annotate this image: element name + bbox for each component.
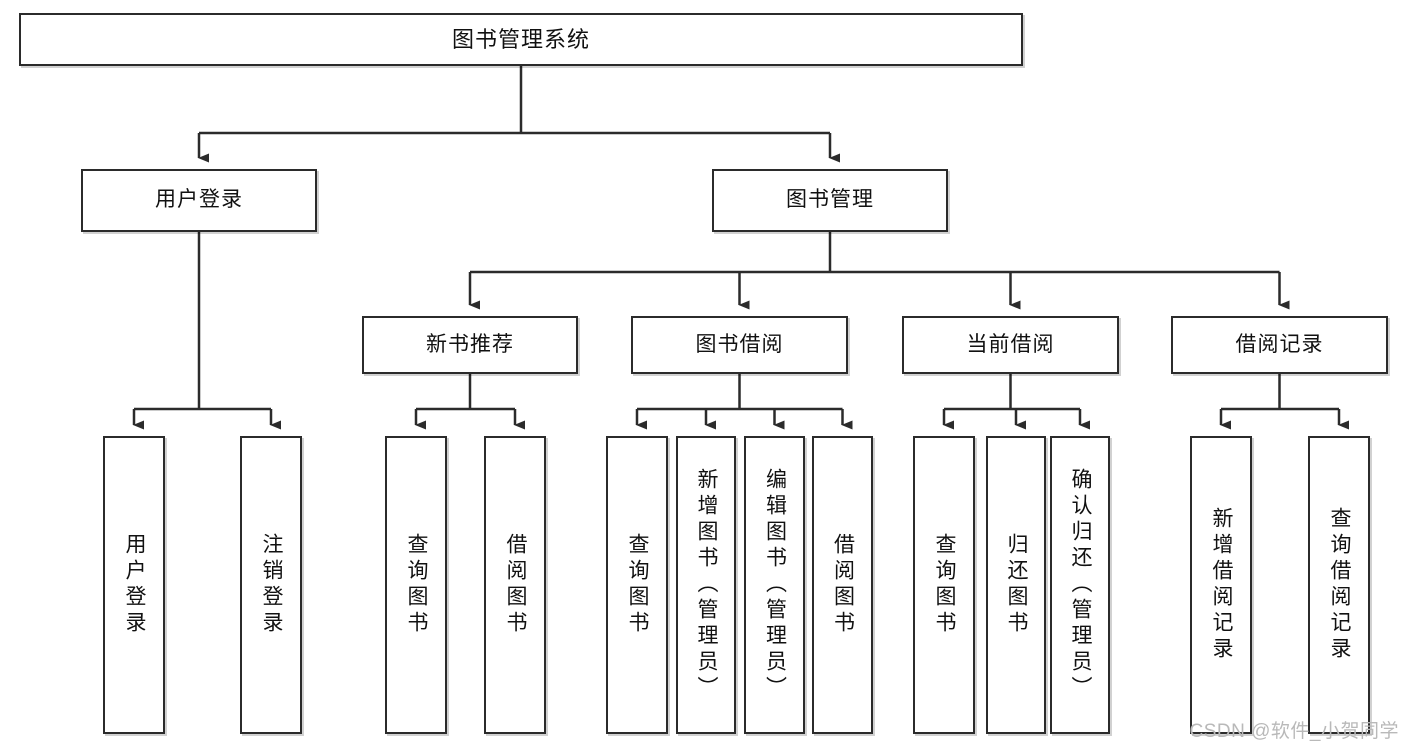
node-label: 用户登录	[155, 188, 243, 212]
node-label: 图书管理系统	[451, 26, 590, 52]
node-leaf-login-1[interactable]: 用户登录	[103, 436, 165, 734]
node-label: 借阅图书	[831, 533, 855, 637]
node-label: 借阅记录	[1235, 332, 1324, 356]
node-leaf-borrow-4[interactable]: 借阅图书	[812, 436, 873, 734]
node-label: 归还图书	[1005, 533, 1029, 637]
node-leaf-cur-2[interactable]: 归还图书	[986, 436, 1046, 734]
node-label: 新增图书（管理员）	[695, 468, 719, 702]
node-label: 查询图书	[626, 533, 650, 637]
node-label: 确认归还（管理员）	[1069, 468, 1093, 702]
node-leaf-borrow-1[interactable]: 查询图书	[606, 436, 668, 734]
node-label: 图书借阅	[695, 332, 784, 356]
node-records[interactable]: 借阅记录	[1171, 316, 1388, 374]
node-root[interactable]: 图书管理系统	[19, 13, 1023, 66]
node-label: 查询借阅记录	[1328, 507, 1352, 663]
node-newbook[interactable]: 新书推荐	[362, 316, 578, 374]
node-login[interactable]: 用户登录	[81, 169, 317, 232]
node-leaf-borrow-2[interactable]: 新增图书（管理员）	[676, 436, 736, 734]
node-label: 编辑图书（管理员）	[763, 468, 787, 702]
node-leaf-cur-1[interactable]: 查询图书	[913, 436, 975, 734]
node-label: 新书推荐	[426, 332, 514, 356]
node-borrow[interactable]: 图书借阅	[631, 316, 848, 374]
node-label: 查询图书	[405, 533, 429, 637]
node-label: 当前借阅	[966, 332, 1055, 356]
node-leaf-new-2[interactable]: 借阅图书	[484, 436, 546, 734]
node-leaf-borrow-3[interactable]: 编辑图书（管理员）	[744, 436, 805, 734]
node-leaf-new-1[interactable]: 查询图书	[385, 436, 447, 734]
node-leaf-login-2[interactable]: 注销登录	[240, 436, 302, 734]
node-label: 注销登录	[260, 533, 284, 637]
node-current[interactable]: 当前借阅	[902, 316, 1119, 374]
node-label: 借阅图书	[504, 533, 528, 637]
node-bookmgmt[interactable]: 图书管理	[712, 169, 948, 232]
node-label: 用户登录	[123, 533, 147, 637]
node-leaf-rec-2[interactable]: 查询借阅记录	[1308, 436, 1370, 734]
node-label: 新增借阅记录	[1210, 507, 1234, 663]
node-leaf-rec-1[interactable]: 新增借阅记录	[1190, 436, 1252, 734]
node-label: 图书管理	[786, 188, 874, 212]
node-label: 查询图书	[933, 533, 957, 637]
node-leaf-cur-3[interactable]: 确认归还（管理员）	[1050, 436, 1110, 734]
